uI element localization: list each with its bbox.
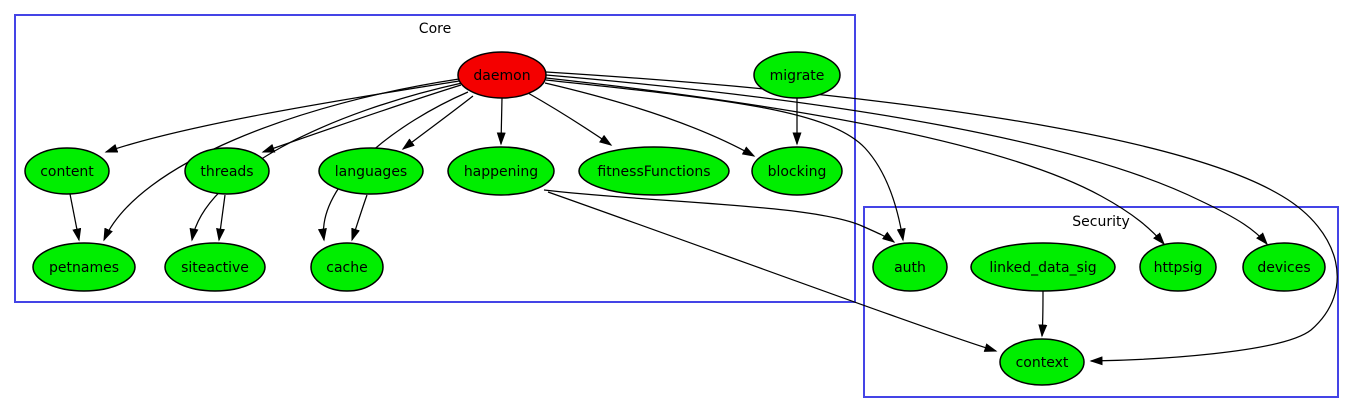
node-languages: languages — [318, 147, 424, 195]
node-label-languages: languages — [335, 164, 407, 180]
node-petnames: petnames — [32, 242, 136, 292]
node-ellipse-threads — [184, 147, 270, 195]
cluster-label-core: Core — [419, 21, 451, 37]
node-fitnessFunctions: fitnessFunctions — [578, 146, 730, 196]
node-label-daemon: daemon — [473, 68, 530, 84]
node-ellipse-languages — [318, 147, 424, 195]
node-ellipse-httpsig — [1139, 242, 1217, 292]
node-blocking: blocking — [751, 146, 843, 196]
node-auth: auth — [872, 242, 948, 292]
node-label-threads: threads — [200, 164, 253, 180]
node-siteactive: siteactive — [164, 242, 266, 292]
node-migrate: migrate — [753, 51, 841, 99]
node-label-content: content — [40, 164, 94, 180]
edge-daemon-to-siteactive — [189, 82, 463, 242]
edge-daemon-to-context — [545, 71, 1338, 366]
node-ellipse-linked_data_sig — [970, 242, 1116, 292]
edge-daemon-to-threads — [261, 84, 462, 153]
edge-linked_data_sig-to-context — [1038, 290, 1048, 338]
node-label-httpsig: httpsig — [1154, 260, 1203, 276]
node-label-cache: cache — [326, 260, 367, 276]
edge-threads-to-siteactive — [216, 194, 226, 242]
cluster-box-core — [14, 14, 856, 303]
node-happening: happening — [447, 146, 555, 196]
node-ellipse-petnames — [32, 242, 136, 292]
node-label-linked_data_sig: linked_data_sig — [989, 260, 1096, 276]
node-ellipse-siteactive — [164, 242, 266, 292]
node-daemon: daemon — [457, 51, 547, 99]
node-ellipse-blocking — [751, 146, 843, 196]
node-ellipse-happening — [447, 146, 555, 196]
node-ellipse-devices — [1242, 242, 1326, 292]
node-ellipse-context — [999, 338, 1085, 386]
edge-languages-to-cache — [351, 194, 368, 242]
node-cache: cache — [310, 242, 384, 292]
node-ellipse-migrate — [753, 51, 841, 99]
node-label-migrate: migrate — [770, 68, 825, 84]
edge-happening-to-context — [547, 191, 998, 352]
node-label-siteactive: siteactive — [181, 260, 249, 276]
node-httpsig: httpsig — [1139, 242, 1217, 292]
edge-daemon-to-petnames — [103, 78, 460, 242]
node-ellipse-cache — [310, 242, 384, 292]
node-ellipse-auth — [872, 242, 948, 292]
node-content: content — [24, 147, 110, 195]
node-label-blocking: blocking — [768, 164, 827, 180]
node-devices: devices — [1242, 242, 1326, 292]
node-label-auth: auth — [894, 260, 926, 276]
node-threads: threads — [184, 147, 270, 195]
edge-daemon-to-blocking — [544, 82, 756, 157]
node-label-devices: devices — [1257, 260, 1310, 276]
edge-daemon-to-happening — [496, 97, 506, 146]
edge-daemon-to-fitnessFunctions — [527, 92, 613, 146]
node-context: context — [999, 338, 1085, 386]
node-ellipse-daemon — [457, 51, 547, 99]
node-label-petnames: petnames — [49, 260, 119, 276]
node-linked_data_sig: linked_data_sig — [970, 242, 1116, 292]
edge-daemon-to-devices — [545, 74, 1268, 246]
edge-daemon-to-content — [104, 80, 460, 153]
node-ellipse-content — [24, 147, 110, 195]
edge-daemon-to-languages — [401, 95, 474, 150]
edge-content-to-petnames — [69, 193, 82, 242]
cluster-box-security — [863, 206, 1339, 398]
node-ellipse-fitnessFunctions — [578, 146, 730, 196]
node-label-context: context — [1016, 355, 1069, 371]
edge-daemon-to-auth — [545, 79, 906, 242]
node-label-fitnessFunctions: fitnessFunctions — [597, 164, 710, 180]
node-label-happening: happening — [464, 164, 538, 180]
edge-happening-to-auth — [543, 189, 896, 243]
edge-daemon-to-httpsig — [545, 77, 1165, 246]
cluster-label-security: Security — [1072, 214, 1130, 230]
